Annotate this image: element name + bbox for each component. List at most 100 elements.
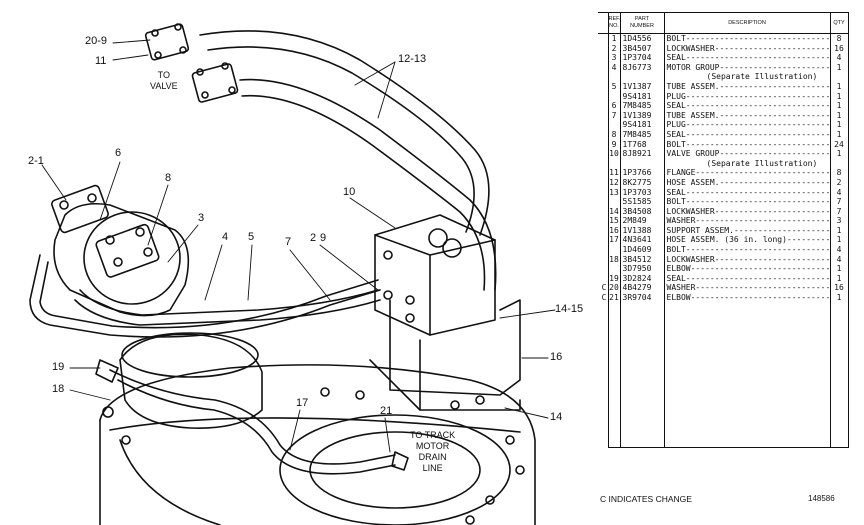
ref-no-cell: 13	[607, 187, 621, 198]
figure-number: 148586	[808, 494, 835, 503]
description-cell	[664, 350, 831, 361]
flange-upper	[144, 23, 190, 61]
part-number-cell-text: 1T768	[622, 139, 647, 149]
part-number-cell	[620, 398, 665, 409]
table-row	[598, 360, 849, 370]
qty-cell: 1	[830, 235, 849, 246]
callout-17: 17	[296, 397, 309, 409]
part-number-cell	[620, 158, 665, 169]
ref-no-cell: 8	[607, 129, 621, 140]
change-mark	[598, 379, 608, 389]
change-mark	[598, 53, 608, 63]
exploded-parts-drawing	[29, 23, 556, 525]
qty-cell-text: 3	[836, 216, 842, 226]
description-cell: WASHER-------------------------------	[664, 283, 831, 294]
ref-no-cell-text: 18	[609, 254, 619, 264]
ref-no-cell: 7	[607, 110, 621, 121]
qty-cell: 1	[830, 149, 849, 159]
ref-no-cell	[607, 379, 621, 389]
ref-no-cell-text: 8	[611, 129, 617, 139]
description-cell	[664, 360, 831, 370]
leader-dashes: -------------------------------	[695, 283, 830, 293]
part-number-cell	[620, 369, 665, 380]
part-number-cell-text: 1P3704	[622, 53, 652, 63]
leader-dashes: -------------------------------	[685, 273, 830, 283]
ref-no-cell-text: 4	[611, 62, 617, 72]
ref-no-cell: 16	[607, 225, 621, 236]
part-number-cell: 4B4279	[620, 283, 665, 294]
part-number-cell-text: 9S4181	[622, 120, 652, 130]
qty-cell: 1	[830, 101, 849, 111]
part-number-cell-text: 1V1389	[622, 110, 652, 120]
description-cell: LOCKWASHER------------------------------…	[664, 206, 831, 217]
part-number-cell: 8K2775	[620, 177, 665, 188]
table-row	[598, 417, 849, 428]
part-number-cell: 3D2824	[620, 273, 665, 284]
to-valve-note: TO VALVE	[150, 70, 178, 91]
part-number-cell: 1D4556	[620, 33, 665, 44]
change-mark	[598, 408, 608, 418]
change-mark	[598, 159, 608, 169]
description-cell: SEAL-------------------------------	[664, 187, 831, 198]
table-row	[598, 312, 849, 322]
change-note: C INDICATES CHANGE	[600, 494, 692, 504]
qty-cell: 8	[830, 168, 849, 178]
callout-12-13: 12-13	[398, 53, 427, 65]
qty-cell-text: 4	[836, 254, 842, 264]
description-cell-text: PLUG	[666, 91, 686, 101]
table-row: (Separate Illustration)	[598, 158, 849, 169]
description-cell	[664, 388, 831, 399]
change-mark	[598, 351, 608, 361]
part-number-cell-text: 8J8921	[622, 149, 652, 159]
description-cell	[664, 417, 831, 428]
qty-cell: 1	[830, 264, 849, 274]
description-cell: SEAL-------------------------------	[664, 101, 831, 111]
part-number-cell	[620, 388, 665, 399]
change-mark	[598, 197, 608, 207]
part-number-cell	[620, 341, 665, 351]
part-number-cell-text: 1P3766	[622, 168, 652, 178]
qty-cell: 1	[830, 225, 849, 236]
part-number-cell	[620, 350, 665, 361]
qty-cell-text: 7	[836, 206, 842, 216]
part-number-cell: 1V1389	[620, 110, 665, 121]
description-cell-text: LOCKWASHER	[666, 206, 715, 216]
valve-group	[374, 214, 496, 336]
part-number-cell-text: 1V1387	[622, 81, 652, 91]
table-row	[598, 331, 849, 341]
description-cell-text: (Separate Illustration)	[706, 158, 818, 168]
qty-cell-text: 4	[836, 53, 842, 63]
ref-no-cell: 10	[607, 149, 621, 159]
ref-no-cell: 20	[607, 283, 621, 294]
description-cell: PLUG-------------------------------	[664, 120, 831, 130]
table-row	[598, 369, 849, 380]
qty-cell	[830, 369, 849, 380]
part-number-cell: 3R9704	[620, 293, 665, 303]
leader-dashes: -------------------------------	[690, 264, 830, 274]
change-mark	[598, 341, 608, 351]
callout-10: 10	[343, 186, 356, 198]
qty-cell: 4	[830, 53, 849, 63]
part-number-cell	[620, 417, 665, 428]
motor-body	[53, 202, 190, 317]
description-cell-text: (Separate Illustration)	[706, 72, 818, 82]
ref-no-cell-text: 17	[609, 235, 619, 245]
ref-no-cell	[607, 197, 621, 207]
description-cell: ELBOW-------------------------------	[664, 264, 831, 274]
description-cell	[664, 436, 831, 448]
change-mark	[598, 178, 608, 188]
description-cell: SEAL-------------------------------	[664, 53, 831, 63]
description-cell-text: TUBE ASSEM.	[666, 81, 720, 91]
callout-2: 2	[310, 232, 317, 244]
callout-8: 8	[165, 172, 172, 184]
ref-no-cell: 12	[607, 177, 621, 188]
description-cell	[664, 369, 831, 380]
leader-dashes: -------------------------------	[685, 129, 830, 139]
ref-no-cell: 5	[607, 81, 621, 92]
